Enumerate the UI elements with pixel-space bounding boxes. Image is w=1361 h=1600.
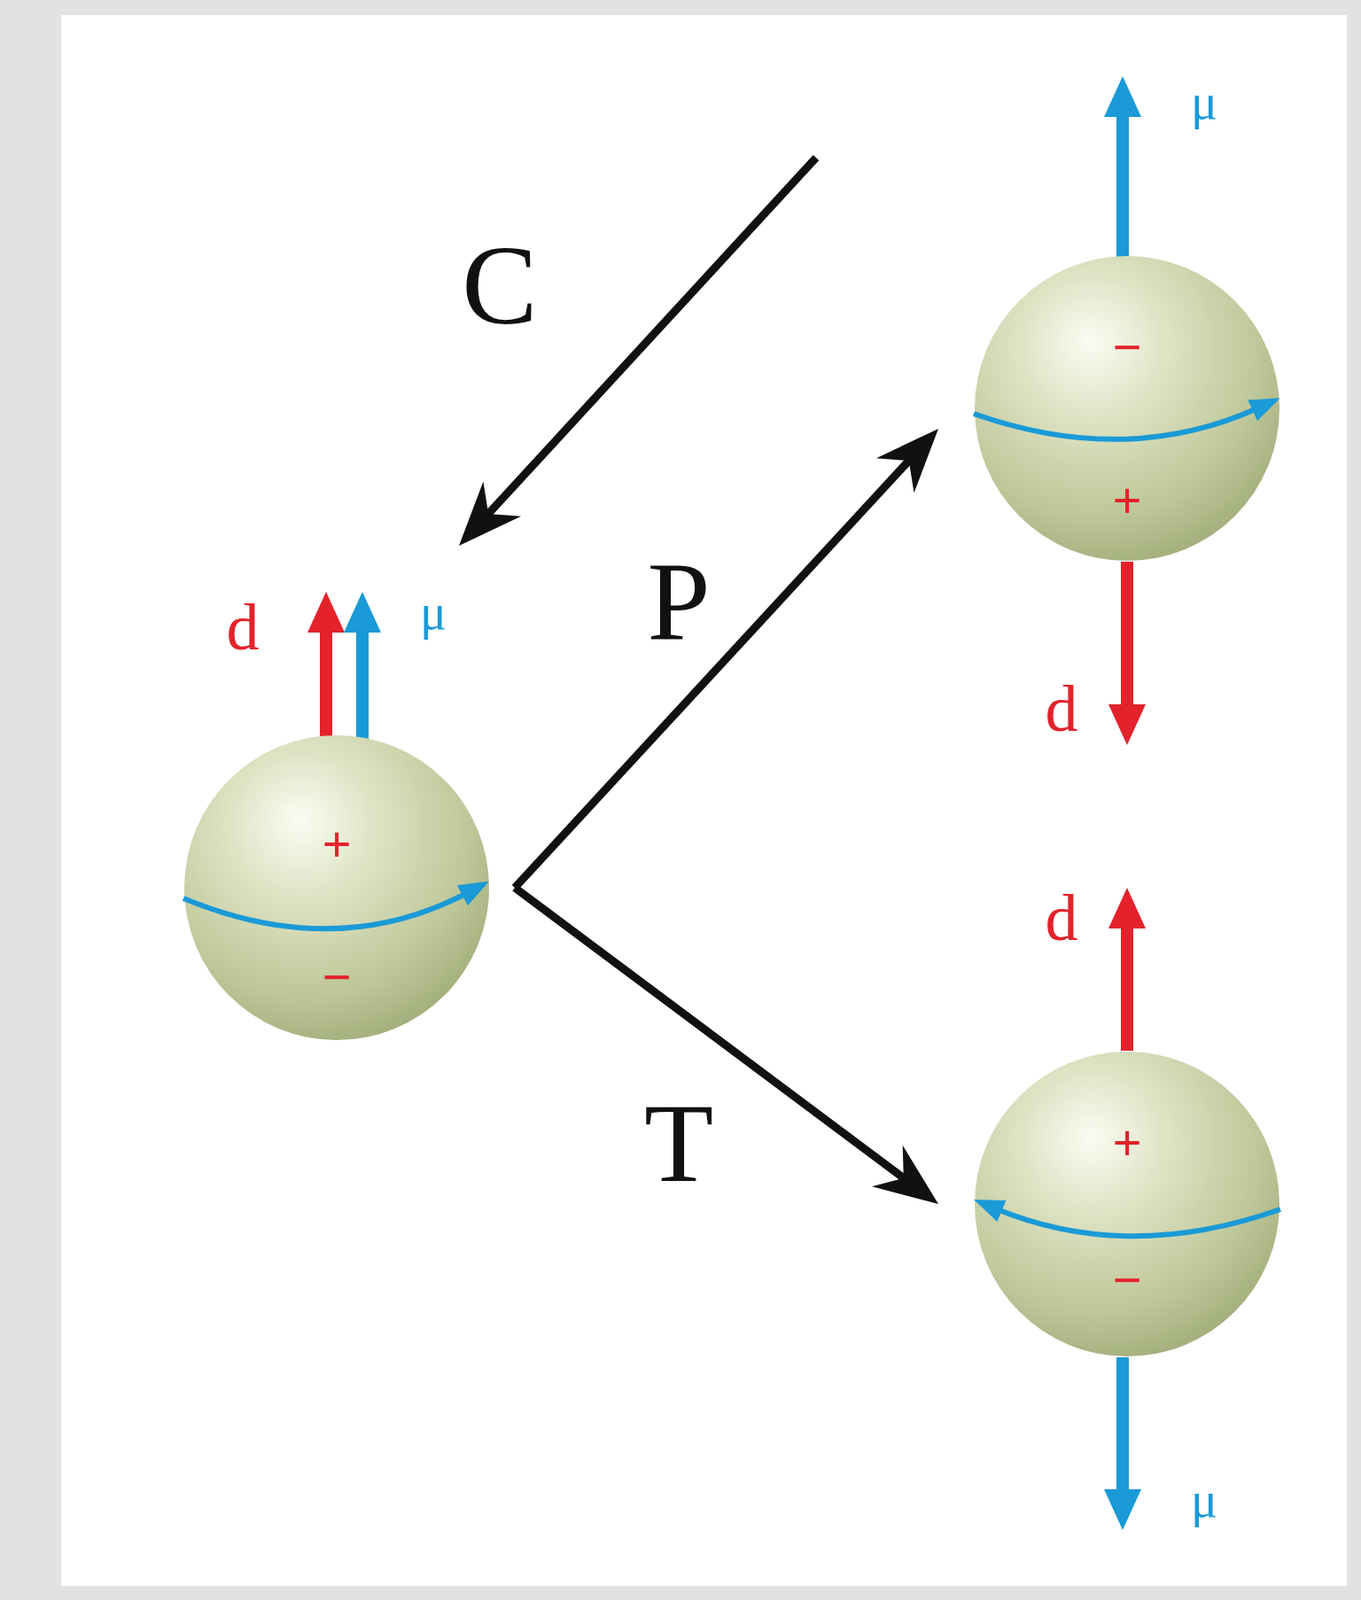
operation-label: T [644,1086,714,1200]
edm-label: d [1045,885,1079,951]
charge-sign: − [1112,1255,1143,1306]
charge-sign: − [1112,322,1143,373]
edm-arrow-shaft [1120,926,1134,1051]
operation-label: P [646,544,710,659]
magnetic-moment-arrow-head [1104,76,1142,117]
edm-label: d [226,594,260,661]
moment-label: μ [1190,77,1218,127]
operation-arrowhead [876,428,939,494]
operation-arrow [514,428,939,888]
charge-sign: + [1112,475,1143,526]
sphere-body [974,256,1280,561]
sphere-shape [973,1050,1281,1358]
sphere-body [184,735,490,1041]
edm-arrow-head [1108,887,1146,929]
operation-line [514,454,915,888]
magnetic-moment-arrow-head [343,591,382,633]
charge-sign: + [322,819,352,870]
edm-arrow-head [1108,704,1146,746]
magnetic-moment-arrow-shaft [1116,115,1129,264]
spin-arc [995,1208,1281,1237]
sphere-body [974,1051,1280,1357]
operation-arrow [514,887,939,1205]
particle-sphere: −+ [973,255,1281,562]
spin-arrowhead [457,881,490,906]
operation-arrowhead [871,1145,939,1205]
spin-arc [973,407,1260,440]
charge-sign: − [322,952,352,1003]
magnetic-moment-arrow-shaft [1116,1357,1129,1492]
edm-arrow-shaft [319,630,333,750]
charge-sign: + [1112,1118,1143,1168]
edm-arrow-shaft [1120,561,1134,707]
magnetic-moment-arrow-shaft [356,630,369,750]
moment-label: μ [1190,1475,1218,1525]
operation-label: C [461,228,537,343]
spin-arrowhead [973,1199,1006,1222]
magnetic-moment-arrow-head [1104,1489,1142,1531]
charge-conjugation-arrowhead [458,481,522,546]
particle-sphere: +− [973,1050,1281,1358]
particle-sphere: +− [183,734,490,1042]
edm-arrow-head [307,591,345,633]
spin-arrowhead [1247,397,1280,421]
moment-label: μ [419,587,447,638]
edm-label: d [1045,676,1079,742]
spin-arc [183,892,469,929]
